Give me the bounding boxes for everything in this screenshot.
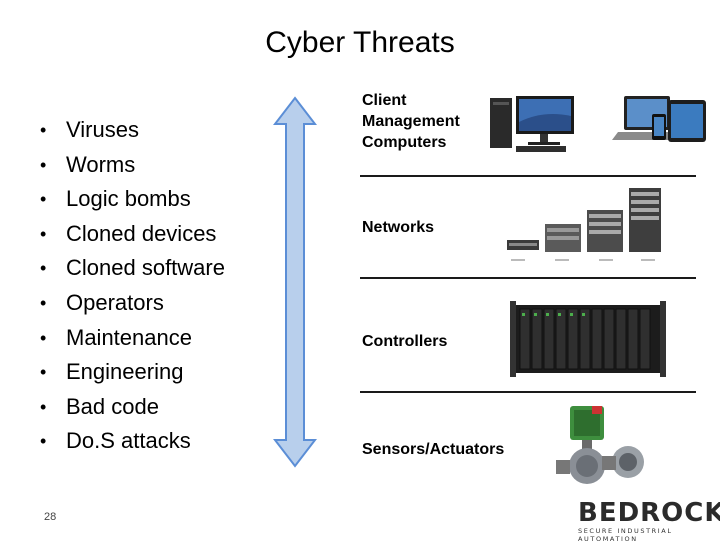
list-item: •Viruses <box>40 117 139 142</box>
list-item: •Cloned software <box>40 255 225 281</box>
valve-actuator-icon <box>556 406 644 484</box>
laptop-tablet-phone-icon <box>612 96 706 142</box>
slide-title: Cyber Threats <box>265 26 455 59</box>
logo-wordmark: BEDROCK <box>578 498 720 528</box>
divider <box>360 277 696 279</box>
logo-tagline: SECURE INDUSTRIAL AUTOMATION <box>578 527 673 543</box>
page-number: 28 <box>44 511 57 523</box>
threat-list: •Viruses •Worms •Logic bombs •Cloned dev… <box>40 113 225 459</box>
list-item: •Operators <box>40 289 164 315</box>
controller-rack-icon <box>510 301 666 377</box>
network-switches-icon <box>507 188 661 261</box>
list-item: •Do.S attacks <box>40 428 191 454</box>
category-networks: Networks <box>362 219 435 236</box>
category-sensors-actuators: Sensors/Actuators <box>362 441 505 458</box>
divider <box>360 175 696 177</box>
category-controllers: Controllers <box>362 333 448 350</box>
list-item: •Engineering <box>40 359 184 385</box>
list-item: •Maintenance <box>40 324 192 350</box>
list-item: •Logic bombs <box>40 186 191 212</box>
list-item: •Bad code <box>40 393 159 419</box>
double-headed-arrow-icon <box>273 96 317 468</box>
divider <box>360 391 696 393</box>
desktop-computer-icon <box>490 96 574 152</box>
bedrock-logo: BEDROCK SECURE INDUSTRIAL AUTOMATION <box>578 498 720 543</box>
list-item: •Worms <box>40 151 136 177</box>
list-item: •Cloned devices <box>40 220 217 246</box>
category-client-management: Client Management Computers <box>362 92 460 151</box>
